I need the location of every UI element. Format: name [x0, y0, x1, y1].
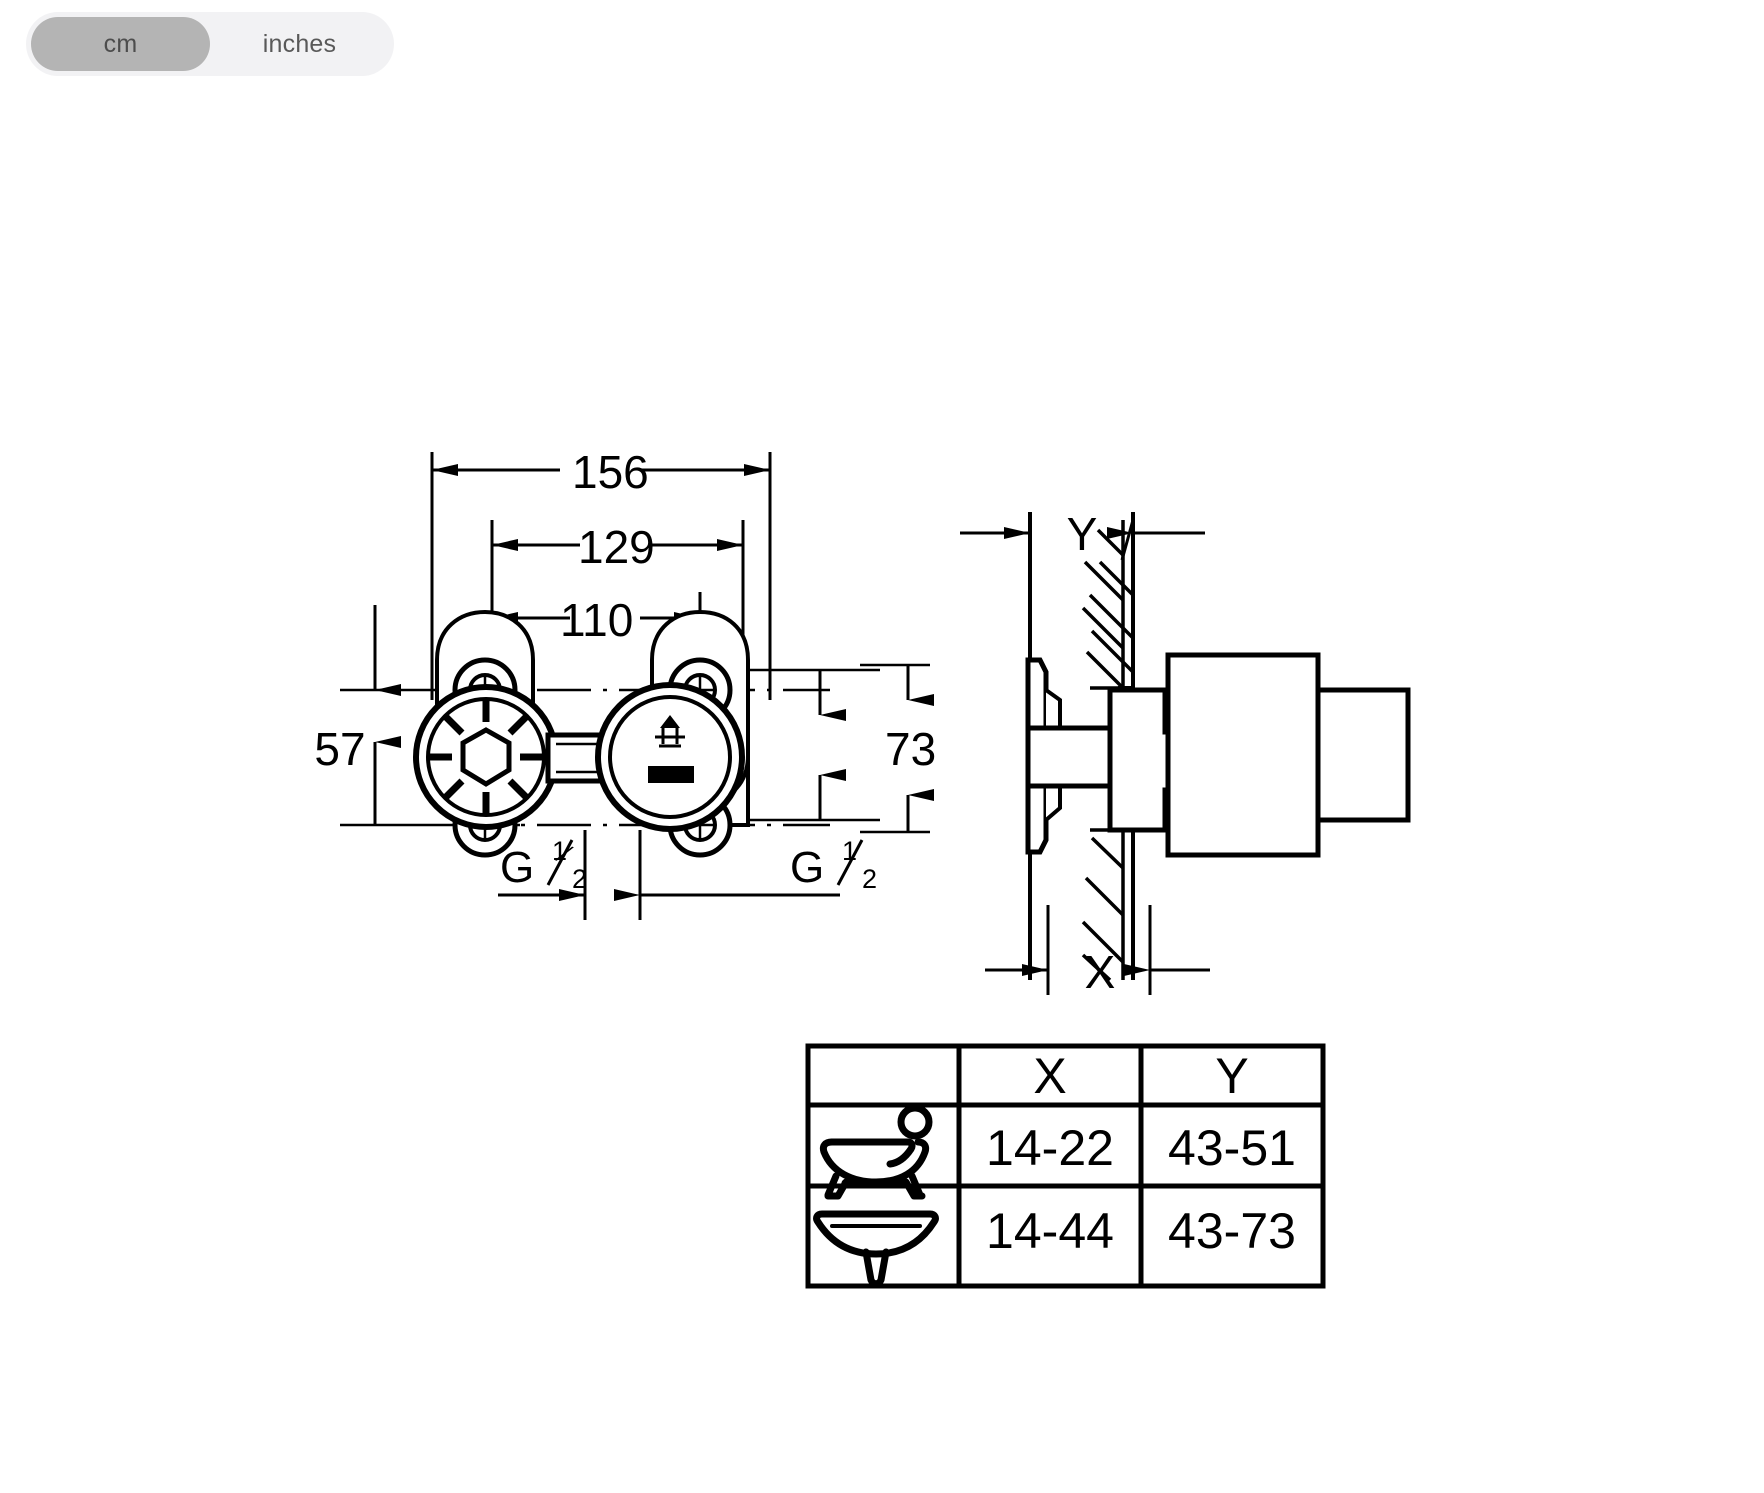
dim-57-text: 57: [314, 723, 365, 775]
spec-table-row0-y: 43-51: [1168, 1120, 1296, 1176]
thread-right-numerator: 1: [842, 836, 857, 866]
unit-toggle[interactable]: cm inches: [26, 12, 394, 76]
thread-left-denominator: 2: [572, 864, 587, 894]
thread-left-prefix: G: [500, 843, 534, 892]
unit-toggle-option-inches[interactable]: inches: [210, 17, 389, 71]
washbasin-icon: [813, 1210, 939, 1288]
spec-table-row1-x: 14-44: [986, 1203, 1114, 1259]
dim-110-text: 110: [560, 594, 633, 646]
svg-text:⁄: ⁄: [552, 837, 576, 870]
spec-table-row0-x: 14-22: [986, 1120, 1114, 1176]
spec-table-header-x: X: [1033, 1048, 1066, 1104]
bathtub-icon: [819, 1104, 933, 1200]
spec-table-header-y: Y: [1215, 1048, 1248, 1104]
side-view-y-label: Y: [1067, 508, 1098, 560]
spec-table-graphic: X Y 14-22 43-51 14-44 43-73: [805, 1043, 1326, 1289]
dim-129-text: 129: [578, 521, 655, 573]
unit-toggle-label-cm: cm: [103, 29, 138, 58]
unit-toggle-option-cm[interactable]: cm: [31, 17, 210, 71]
thread-right-denominator: 2: [862, 864, 877, 894]
thread-left-numerator: 1: [552, 836, 567, 866]
unit-toggle-label-inches: inches: [262, 29, 337, 58]
dim-156-text: 156: [572, 446, 649, 498]
dim-73-text: 73: [885, 723, 936, 775]
thread-right-prefix: G: [790, 843, 824, 892]
spec-table-row1-y: 43-73: [1168, 1203, 1296, 1259]
side-view-x-label: X: [1085, 946, 1116, 998]
